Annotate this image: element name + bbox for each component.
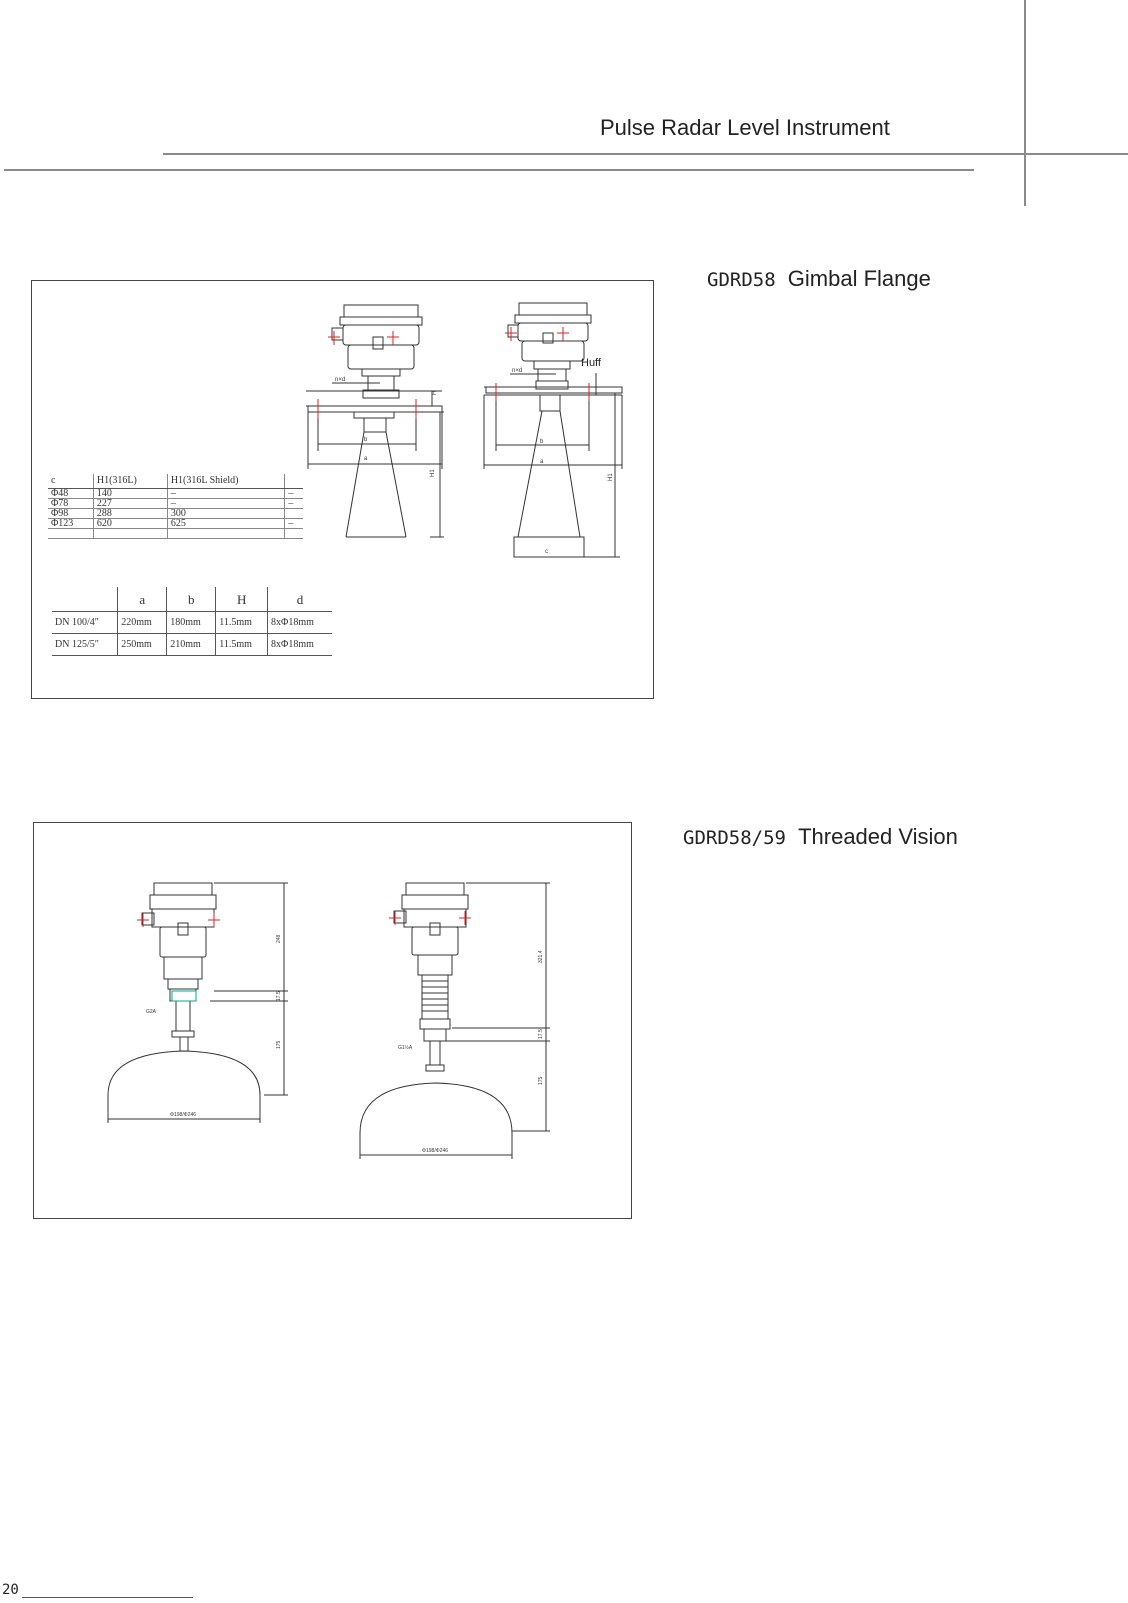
table-cell: 288 <box>93 508 168 519</box>
table-row: Φ78 227 – – <box>48 498 303 509</box>
table-row: DN 125/5″ 250mm 210mm 11.5mm 8xΦ18mm <box>52 633 332 656</box>
left-dim-low-label: 175 <box>276 1040 282 1049</box>
table-cell: 8xΦ18mm <box>267 633 332 656</box>
table-cell <box>93 528 168 539</box>
table-header-b: b <box>166 587 216 612</box>
table-cell <box>167 528 286 539</box>
model-code: GDRD58 <box>707 269 776 291</box>
left-housing-body <box>159 926 207 958</box>
section-threaded-vision-title: GDRD58/59 Threaded Vision <box>683 824 958 850</box>
table-header-h1-shield: H1(316L Shield) <box>167 474 286 489</box>
housing-lid <box>343 304 419 318</box>
table-cell: 11.5mm <box>215 611 268 634</box>
vertical-margin-rule <box>1024 0 1026 206</box>
right-dim-low-label: 175 <box>538 1076 544 1085</box>
table-cell: 8xΦ18mm <box>267 611 332 634</box>
table-cell: 210mm <box>166 633 216 656</box>
table-cell: – <box>167 498 286 509</box>
section-title-text: Gimbal Flange <box>787 266 931 291</box>
page-number: 20 <box>2 1582 19 1598</box>
right-diameter-label: Φ198/Φ246 <box>422 1148 448 1154</box>
gimbal-flange-drawing-svg: n×d b a H1 H <box>306 302 623 558</box>
dim-h1-label-left: H1 <box>430 469 436 477</box>
table-row <box>48 528 303 539</box>
table-cell: 227 <box>93 498 168 509</box>
footer-rule <box>22 1597 193 1598</box>
table-header-h: H <box>215 587 268 612</box>
threaded-vision-drawing: 248 17.5 175 G2A Φ198/Φ246 <box>33 822 632 1219</box>
table-cell: 620 <box>93 518 168 529</box>
top-header-rule <box>163 153 1128 155</box>
table-cell: 300 <box>167 508 286 519</box>
table-cell: 180mm <box>166 611 216 634</box>
right-housing-body <box>411 926 459 956</box>
left-thread-highlight <box>171 990 197 1002</box>
nxd-label-left: n×d <box>335 377 345 383</box>
dim-b-label-right: b <box>540 439 544 445</box>
table-cell: Φ78 <box>48 498 94 509</box>
antenna-height-table: c H1(316L) H1(316L Shield) Φ48 140 – – Φ… <box>48 474 303 539</box>
table-header-d: d <box>267 587 332 612</box>
flange-plate <box>307 405 443 413</box>
left-dim-top-label: 248 <box>276 934 282 943</box>
table-cell: 220mm <box>117 611 167 634</box>
table-cell: – <box>284 488 303 499</box>
model-code: GDRD58/59 <box>683 827 786 849</box>
table-header-h1-316l: H1(316L) <box>93 474 168 489</box>
dim-h1-label-right: H1 <box>608 473 614 481</box>
right-antenna-dish <box>359 1082 513 1134</box>
table-header-a: a <box>117 587 167 612</box>
left-thread-label: G2A <box>146 1009 157 1015</box>
left-diameter-label: Φ198/Φ246 <box>170 1112 196 1118</box>
table-cell <box>284 508 303 519</box>
right-dim-top-label: 321.4 <box>538 950 544 963</box>
nxd-label-right: n×d <box>512 368 522 374</box>
flange-dimension-table: a b H d DN 100/4″ 220mm 180mm 11.5mm 8xΦ… <box>52 587 332 656</box>
table-cell: 625 <box>167 518 286 529</box>
dim-h-label-left: H <box>432 391 438 395</box>
table-header-blank <box>52 587 118 612</box>
table-cell: 250mm <box>117 633 167 656</box>
table-header-c: c <box>48 474 94 489</box>
second-header-rule <box>4 169 974 171</box>
table-cell: – <box>284 498 303 509</box>
table-cell <box>284 528 303 539</box>
left-antenna-dish <box>107 1050 261 1096</box>
dim-a-label-left: a <box>364 456 368 462</box>
shield-antenna-cap <box>513 536 585 558</box>
dim-b-label-left: b <box>364 437 368 443</box>
table-cell <box>48 528 94 539</box>
table-cell: 11.5mm <box>215 633 268 656</box>
table-row: Φ48 140 – – <box>48 488 303 499</box>
section-gimbal-flange-title: GDRD58 Gimbal Flange <box>707 266 931 292</box>
table-cell: DN 125/5″ <box>52 633 118 656</box>
table-cell: DN 100/4″ <box>52 611 118 634</box>
huff-label: Huff <box>581 357 602 369</box>
dim-c-label-right: c <box>545 549 548 555</box>
left-dim-mid-label: 17.5 <box>276 991 282 1001</box>
threaded-vision-drawing-svg: 248 17.5 175 G2A Φ198/Φ246 <box>107 882 550 1159</box>
gimbal-flange-drawing: n×d b a H1 H <box>31 280 654 699</box>
section-title-text: Threaded Vision <box>798 824 958 849</box>
right-dim-mid-label: 17.5 <box>538 1029 544 1039</box>
table-row: Φ123 620 625 – <box>48 518 303 529</box>
table-cell: Φ98 <box>48 508 94 519</box>
table-cell: – <box>167 488 286 499</box>
document-header-title: Pulse Radar Level Instrument <box>600 115 890 140</box>
table-cell: 140 <box>93 488 168 499</box>
table-header-empty <box>284 474 303 489</box>
table-row: DN 100/4″ 220mm 180mm 11.5mm 8xΦ18mm <box>52 611 332 634</box>
table-cell: – <box>284 518 303 529</box>
right-thread-label: G1½A <box>398 1044 413 1051</box>
dim-a-label-right: a <box>540 459 544 465</box>
table-cell: Φ123 <box>48 518 94 529</box>
table-cell: Φ48 <box>48 488 94 499</box>
table-row: Φ98 288 300 <box>48 508 303 519</box>
